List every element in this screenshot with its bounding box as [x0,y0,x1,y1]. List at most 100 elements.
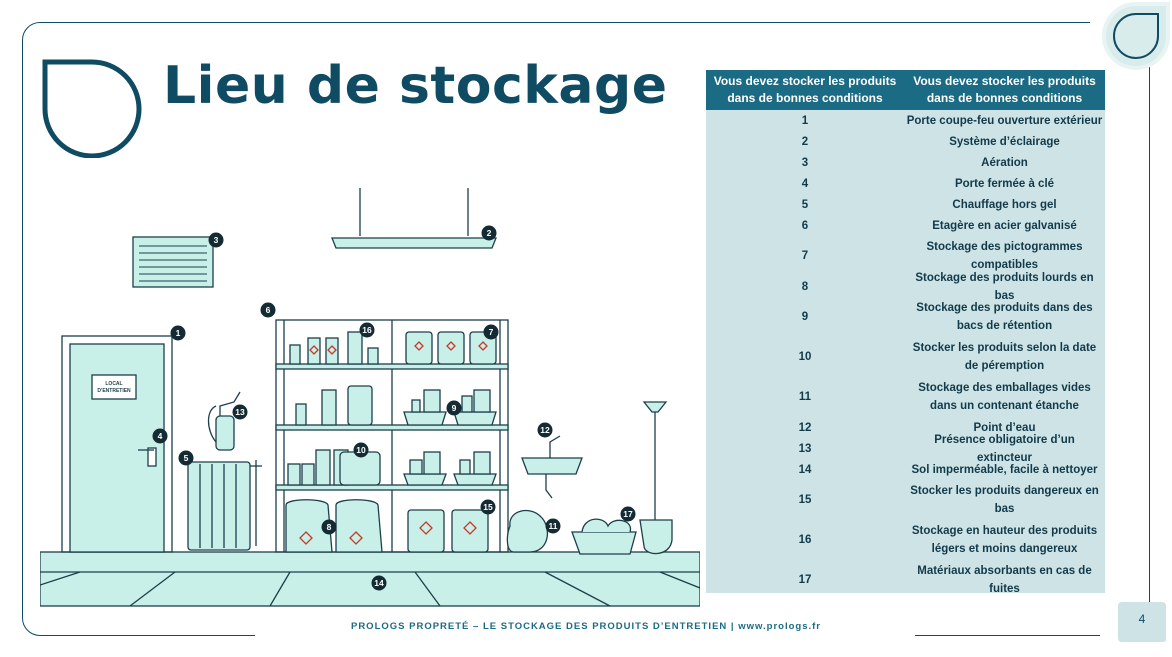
row-number: 10 [798,351,812,363]
page-title: Lieu de stockage [163,56,668,116]
drop-icon [42,59,142,158]
row-number: 13 [798,442,812,455]
marker-10: 10 [353,442,369,458]
table-row: 10 Stocker les produits selon la date de … [706,337,1105,377]
svg-text:8: 8 [327,522,332,532]
svg-text:1: 1 [176,328,181,338]
table-row: 2 Système d’éclairage [706,131,1105,152]
row-number: 5 [801,198,809,211]
row-text: Système d’éclairage [949,135,1060,148]
table-header: Vous devez stocker les produits dans de … [706,70,1105,110]
footer-text: PROLOGS PROPRETÉ – LE STOCKAGE DES PRODU… [350,621,821,632]
row-number: 4 [801,177,809,190]
row-text: Porte fermée à clé [954,177,1055,190]
marker-8: 8 [321,519,337,535]
row-text: Stockage des produits dans des bacs de r… [916,302,1093,332]
row-text: Stockage des emballages vides dans un co… [918,382,1091,412]
row-text: Stocker les produits dangereux en bas [910,485,1099,515]
row-text: Présence obligatoire d’un extincteur [934,433,1075,464]
row-text: Stockage des pictogrammes compatibles [926,241,1083,271]
row-number: 15 [798,494,812,506]
door-sign-line-1: LOCAL [105,381,122,387]
marker-16: 16 [359,322,375,338]
row-text: Stockage des produits lourds en bas [915,271,1094,302]
marker-7: 7 [483,324,499,340]
row-text: Sol imperméable, facile à nettoyer [911,463,1098,476]
table-row: 14 Sol imperméable, facile à nettoyer [706,459,1105,480]
row-text: Stockage en hauteur des produits légers … [911,525,1098,555]
table-row: 9 Stockage des produits dans des bacs de … [706,297,1105,337]
svg-text:4: 4 [158,431,163,441]
table-row: 1 Porte coupe-feu ouverture extérieur [706,110,1105,131]
svg-text:11: 11 [549,521,558,531]
marker-3: 3 [208,232,224,248]
row-text: Stocker les produits selon la date de pé… [912,342,1097,372]
table-row: 11 Stockage des emballages vides dans un … [706,377,1105,417]
page-number: 4 [1138,612,1146,626]
table-row: 7 Stockage des pictogrammes compatibles [706,236,1105,276]
table-row: 15 Stocker les produits dangereux en bas [706,480,1105,520]
svg-text:14: 14 [374,578,384,588]
svg-text:6: 6 [266,305,271,315]
marker-15: 15 [480,499,496,515]
row-number: 16 [798,534,812,546]
table-row: 16 Stockage en hauteur des produits léger… [706,520,1105,560]
row-number: 1 [801,114,809,127]
marker-4: 4 [152,428,168,444]
svg-text:16: 16 [362,325,372,335]
marker-5: 5 [178,450,194,466]
row-text: Etagère en acier galvanisé [932,219,1077,232]
table-body: 1 Porte coupe-feu ouverture extérieur 2 Sys… [706,110,1105,600]
row-text: Porte coupe-feu ouverture extérieur [906,114,1103,127]
page-badge-icon [1118,602,1166,642]
table-row: 6 Etagère en acier galvanisé [706,215,1105,236]
row-number: 9 [801,311,809,323]
corner-drop-icon [1102,2,1170,70]
row-text: Aération [981,156,1028,169]
table-row: 4 Porte fermée à clé [706,173,1105,194]
row-number: 6 [801,219,809,232]
row-number: 11 [798,391,812,403]
marker-12: 12 [537,422,553,438]
storage-room-illustration: LOCAL D’ENTRETIEN 1 2 3 4 5 6 7 8 9 10 1… [40,188,700,607]
row-number: 8 [801,280,809,293]
row-number: 7 [801,250,809,262]
marker-14: 14 [371,575,387,591]
table-header-cell: Vous devez stocker les produits dans de … [713,74,897,105]
row-number: 2 [801,135,809,148]
table-row: 17 Matériaux absorbants en cas de fuites [706,560,1105,600]
row-text: Matériaux absorbants en cas de fuites [917,565,1092,595]
row-text: Chauffage hors gel [952,198,1057,211]
table-row: 12 Point d’eau [706,417,1105,438]
svg-text:2: 2 [487,228,492,238]
row-number: 12 [798,421,812,434]
svg-text:9: 9 [452,403,457,413]
table-row: 8 Stockage des produits lourds en bas [706,272,1105,302]
frame-gap [255,628,915,642]
marker-1: 1 [170,325,186,341]
marker-13: 13 [232,404,248,420]
marker-17: 17 [620,506,636,522]
marker-6: 6 [260,302,276,318]
row-number: 14 [798,463,812,476]
svg-text:5: 5 [184,453,189,463]
marker-9: 9 [446,400,462,416]
table-row: 13 Présence obligatoire d’un extincteur [706,434,1105,464]
table-header-cell: Vous devez stocker les produits dans de … [913,74,1096,105]
row-number: 17 [798,574,812,586]
svg-text:15: 15 [483,502,493,512]
svg-text:3: 3 [214,235,219,245]
svg-text:10: 10 [356,445,366,455]
door-sign-line-2: D’ENTRETIEN [97,388,131,394]
table-row: 3 Aération [706,152,1105,173]
marker-11: 11 [545,518,561,534]
marker-2: 2 [481,225,497,241]
conditions-table: Vous devez stocker les produits dans de … [706,70,1105,595]
table-row: 5 Chauffage hors gel [706,194,1105,215]
row-text: Point d’eau [973,421,1036,434]
svg-text:7: 7 [489,327,494,337]
svg-text:17: 17 [623,509,633,519]
svg-text:12: 12 [540,425,550,435]
row-number: 3 [801,156,809,169]
svg-text:13: 13 [235,407,245,417]
